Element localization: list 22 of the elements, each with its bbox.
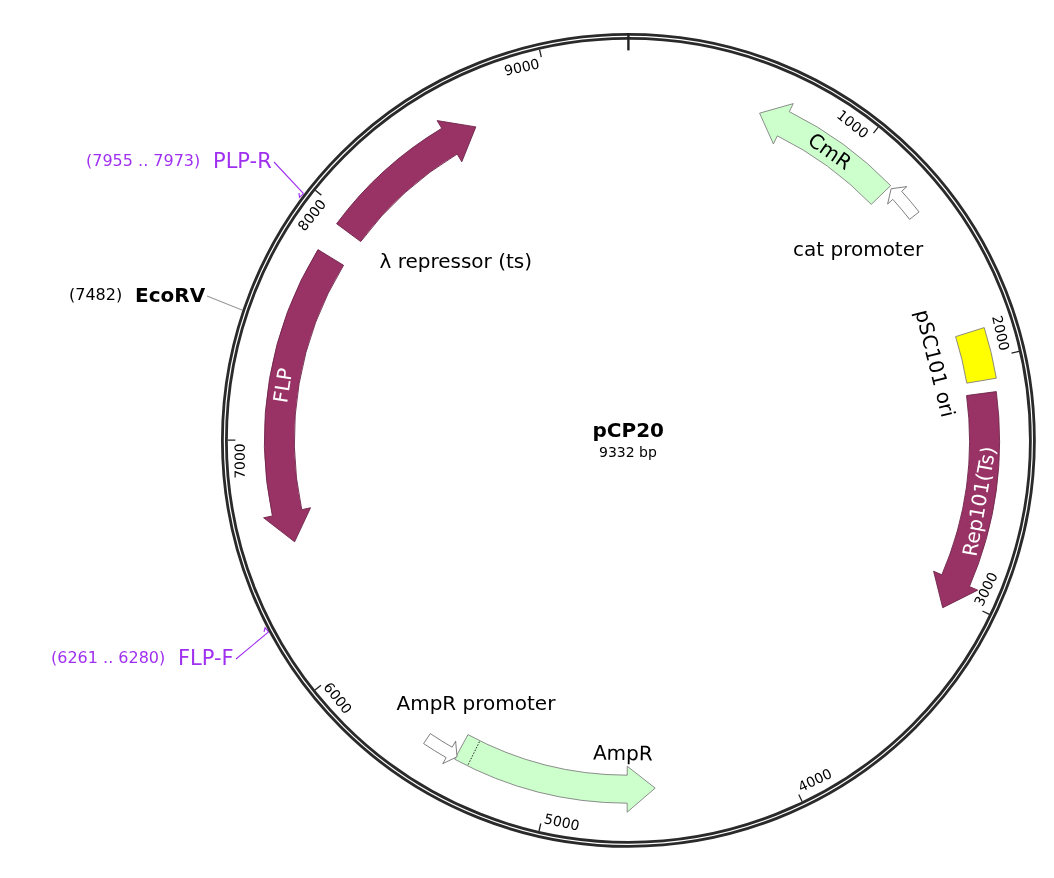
site-coordinates: (6261 .. 6280) [51,649,166,668]
feature-label: λ repressor (ts) [379,250,533,274]
leader-line [273,161,305,198]
plasmid-size: 9332 bp [599,444,657,461]
primer-name: FLP-F [178,646,234,671]
enzyme-name: EcoRV [135,283,206,307]
feature-label: FLP [269,366,298,405]
feature-label: cat promoter [793,238,924,262]
scale-number: 5000 [542,810,582,835]
primer-name: PLP-R [213,149,272,174]
leader-line [235,627,270,660]
feature-label: AmpR promoter [396,692,556,716]
scale-number: 7000 [232,442,249,479]
scale-number: 9000 [502,55,541,79]
site-coordinates: (7955 .. 7973) [86,152,201,171]
scale-number: 2000 [989,314,1013,353]
scale-number: 3000 [971,569,1001,609]
site-coordinates: (7482) [69,286,123,305]
plasmid-name: pCP20 [592,419,664,443]
scale-number: 4000 [795,765,835,796]
feature-label: AmpR [592,741,653,766]
leader-line [206,295,243,311]
